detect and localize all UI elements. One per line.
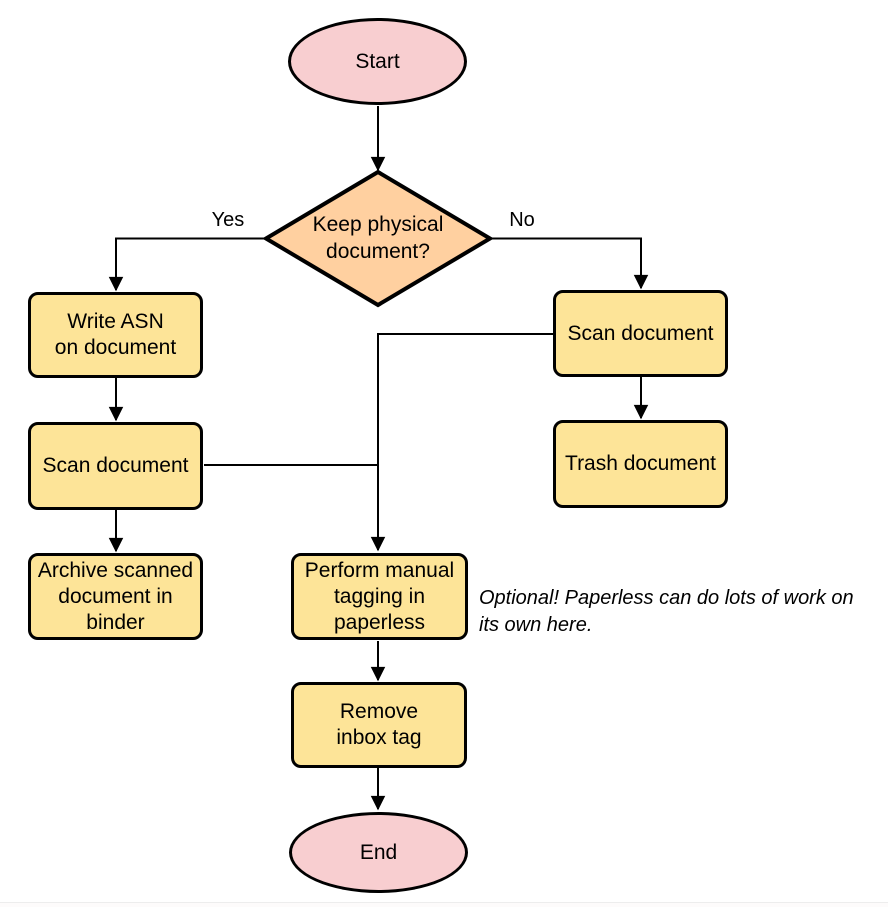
decision-diamond-shape bbox=[262, 169, 494, 308]
archive-label-line: binder bbox=[86, 610, 145, 634]
decision-keep-physical-document-node: Keep physical document? bbox=[278, 206, 478, 270]
process-trash-document-node: Trash document bbox=[553, 420, 728, 508]
scan-document-left-label: Scan document bbox=[42, 454, 189, 477]
tagging-label-line: paperless bbox=[333, 610, 426, 634]
process-remove-inbox-tag-node: Remove inbox tag bbox=[291, 682, 467, 768]
write-asn-label-line: on document bbox=[54, 336, 177, 359]
remove-inbox-label-line: Remove bbox=[339, 700, 419, 723]
tagging-label-line: tagging in bbox=[333, 584, 426, 608]
note-line: its own here. bbox=[479, 614, 593, 636]
process-scan-document-right-node: Scan document bbox=[553, 290, 728, 377]
decision-label-line: document? bbox=[326, 240, 430, 263]
process-archive-scanned-document-node: Archive scanned document in binder bbox=[28, 553, 203, 640]
start-label: Start bbox=[355, 49, 400, 73]
edge-label-no: No bbox=[509, 209, 535, 231]
remove-inbox-label-line: inbox tag bbox=[336, 726, 422, 749]
archive-label-line: Archive scanned bbox=[37, 558, 194, 582]
connector-decision-no-to-scan-right bbox=[491, 237, 641, 289]
note-line: Optional! Paperless can do lots of work … bbox=[479, 587, 854, 609]
optional-note-annotation: Optional! Paperless can do lots of work … bbox=[479, 585, 879, 639]
decision-label-line: Keep physical bbox=[312, 213, 444, 236]
start-terminator-node: Start bbox=[288, 18, 467, 105]
edge-label-yes: Yes bbox=[211, 209, 245, 231]
connector-decision-yes-to-write-asn bbox=[116, 237, 265, 291]
write-asn-label-line: Write ASN bbox=[67, 310, 164, 333]
archive-label-line: document in bbox=[58, 584, 173, 608]
process-scan-document-left-node: Scan document bbox=[28, 422, 203, 510]
end-terminator-node: End bbox=[289, 812, 468, 893]
bottom-divider bbox=[0, 902, 888, 907]
end-label: End bbox=[359, 840, 398, 864]
process-write-asn-on-document-node: Write ASN on document bbox=[28, 292, 203, 378]
connector-scan-right-to-tagging bbox=[378, 333, 553, 550]
process-manual-tagging-node: Perform manual tagging in paperless bbox=[291, 553, 468, 640]
trash-document-label: Trash document bbox=[565, 452, 716, 475]
scan-document-right-label: Scan document bbox=[567, 321, 714, 345]
tagging-label-line: Perform manual bbox=[304, 558, 455, 582]
